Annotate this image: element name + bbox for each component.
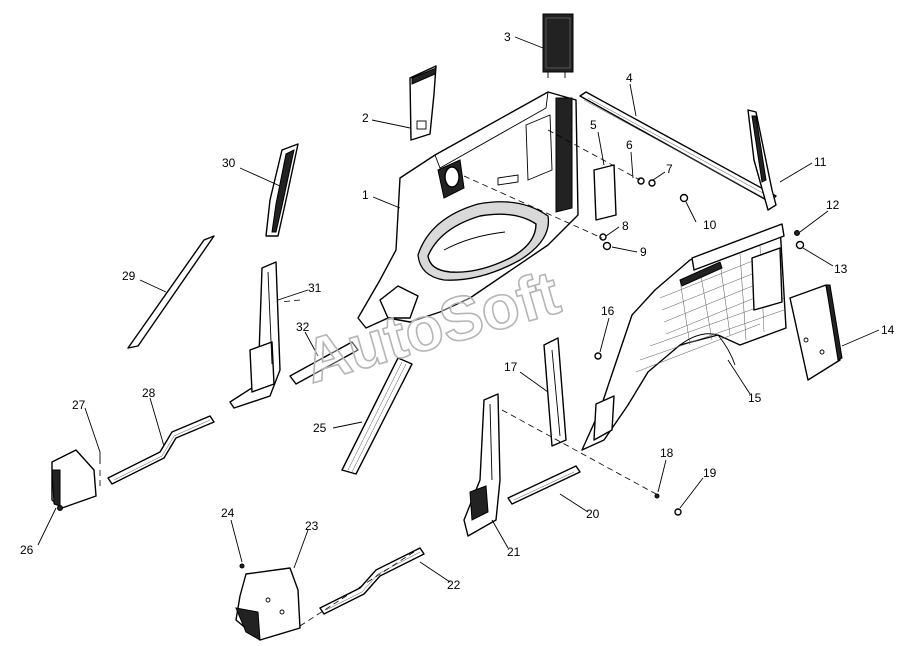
part-28-front-sill-plate[interactable] bbox=[107, 415, 215, 485]
part-7-screw[interactable] bbox=[648, 179, 656, 187]
callout-17: 17 bbox=[504, 360, 518, 374]
callout-8: 8 bbox=[622, 219, 629, 233]
part-16-clip[interactable] bbox=[594, 352, 602, 360]
callout-27: 27 bbox=[72, 398, 86, 412]
callout-15: 15 bbox=[748, 391, 762, 405]
callout-7: 7 bbox=[666, 162, 673, 176]
callout-25: 25 bbox=[313, 421, 327, 435]
part-32-small-scuff[interactable] bbox=[289, 341, 359, 385]
callout-23: 23 bbox=[305, 519, 319, 533]
callout-20: 20 bbox=[586, 507, 600, 521]
callout-1: 1 bbox=[362, 188, 369, 202]
part-9-clip[interactable] bbox=[602, 241, 612, 251]
callout-4: 4 bbox=[626, 71, 633, 85]
part-18-screw[interactable] bbox=[654, 493, 660, 499]
part-12-screw[interactable] bbox=[794, 230, 800, 236]
callout-21: 21 bbox=[507, 545, 521, 559]
callout-19: 19 bbox=[703, 466, 717, 480]
part-4-upper-strip[interactable] bbox=[579, 91, 777, 203]
part-15-rear-quarter-trim[interactable] bbox=[581, 223, 787, 451]
part-26-front-kick-panel[interactable] bbox=[51, 449, 97, 509]
callout-10: 10 bbox=[703, 218, 717, 232]
part-10-clip[interactable] bbox=[679, 193, 689, 203]
part-8-screw[interactable] bbox=[599, 233, 607, 241]
callout-11: 11 bbox=[814, 155, 827, 169]
part-17-lower-pillar[interactable] bbox=[543, 337, 567, 447]
part-20-sill-strip[interactable] bbox=[507, 465, 581, 505]
part-5-access-panel[interactable] bbox=[593, 164, 617, 221]
part-29-windshield-pillar[interactable] bbox=[127, 235, 215, 349]
callout-3: 3 bbox=[504, 30, 511, 44]
callout-28: 28 bbox=[142, 386, 156, 400]
callout-13: 13 bbox=[834, 262, 848, 276]
callout-2: 2 bbox=[362, 111, 369, 125]
part-24-screw[interactable] bbox=[239, 563, 245, 569]
callout-labels: 1 2 3 4 5 6 7 8 9 10 11 12 13 14 15 16 1… bbox=[20, 30, 895, 592]
part-2-upper-trim[interactable] bbox=[409, 65, 437, 141]
part-25-scuff-strip[interactable] bbox=[341, 357, 413, 475]
callout-29: 29 bbox=[122, 269, 136, 283]
part-6-clip[interactable] bbox=[637, 177, 645, 185]
part-11-pillar-trim[interactable] bbox=[747, 109, 777, 211]
part-23-kick-panel[interactable] bbox=[235, 567, 301, 641]
callout-30: 30 bbox=[222, 156, 236, 170]
callout-31: 31 bbox=[308, 281, 322, 295]
callout-32: 32 bbox=[296, 320, 310, 334]
part-1-main-side-trim[interactable] bbox=[357, 91, 579, 329]
part-30-upper-pillar-trim[interactable] bbox=[265, 143, 299, 237]
callout-14: 14 bbox=[881, 323, 895, 337]
callout-26: 26 bbox=[20, 543, 34, 557]
callout-18: 18 bbox=[660, 446, 674, 460]
part-31-pillar-trim[interactable] bbox=[229, 261, 281, 409]
part-26-screw[interactable] bbox=[57, 505, 63, 511]
callout-16: 16 bbox=[601, 304, 615, 318]
part-19-clip[interactable] bbox=[674, 508, 682, 516]
callout-22: 22 bbox=[447, 578, 461, 592]
callout-12: 12 bbox=[826, 198, 840, 212]
part-21-pillar-lower-trim[interactable] bbox=[463, 393, 501, 537]
callout-5: 5 bbox=[590, 118, 597, 132]
callout-6: 6 bbox=[626, 138, 633, 152]
fasteners bbox=[57, 177, 805, 569]
assembly-lines bbox=[99, 129, 657, 627]
part-13-clip[interactable] bbox=[795, 240, 805, 250]
part-22-sill-plate[interactable] bbox=[319, 547, 425, 615]
callout-9: 9 bbox=[640, 245, 647, 259]
callout-24: 24 bbox=[221, 506, 235, 520]
part-14-end-panel[interactable] bbox=[789, 284, 843, 381]
part-3-vent-grille[interactable] bbox=[542, 13, 574, 78]
leader-lines bbox=[37, 36, 880, 583]
